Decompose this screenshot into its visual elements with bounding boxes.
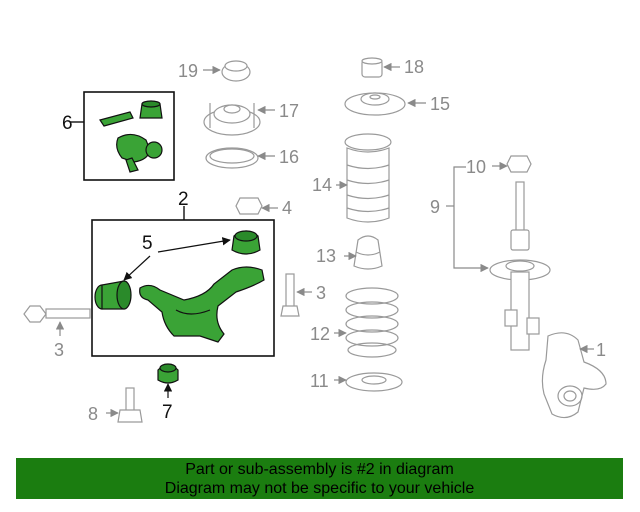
part-6-ball-joint xyxy=(99,100,163,173)
callout-3-left: 3 xyxy=(54,340,64,360)
callout-14: 14 xyxy=(312,175,332,195)
part-14-boot xyxy=(336,133,392,223)
part-1-knuckle xyxy=(541,332,607,419)
banner-line-1: Part or sub-assembly is #2 in diagram xyxy=(185,461,454,478)
part-16-ring xyxy=(205,147,275,169)
callout-18: 18 xyxy=(404,57,424,77)
part-2-box xyxy=(91,219,275,357)
part-10-nut xyxy=(492,155,532,173)
callout-12: 12 xyxy=(310,324,330,344)
callout-13: 13 xyxy=(316,246,336,266)
info-banner: Part or sub-assembly is #2 in diagram Di… xyxy=(16,458,623,499)
callout-16: 16 xyxy=(279,147,299,167)
callout-15: 15 xyxy=(430,94,450,114)
part-3-bolt-horizontal xyxy=(23,305,91,336)
callout-7: 7 xyxy=(162,402,173,423)
part-19-cap xyxy=(203,60,251,82)
callout-19: 19 xyxy=(178,61,198,81)
part-17-strut-mount xyxy=(203,103,275,136)
part-6-box xyxy=(83,91,175,181)
banner-line-2: Diagram may not be specific to your vehi… xyxy=(164,480,475,497)
part-8-bolt xyxy=(106,387,143,423)
part-13-bump-stop xyxy=(344,235,383,270)
part-4-nut xyxy=(235,197,278,215)
callout-5: 5 xyxy=(142,233,153,254)
callout-10: 10 xyxy=(466,157,486,177)
part-12-coil-spring xyxy=(334,287,399,358)
part-15-upper-seat xyxy=(344,92,426,116)
part-2-control-arm xyxy=(94,230,265,343)
callout-17: 17 xyxy=(279,101,299,121)
callout-2: 2 xyxy=(178,189,189,210)
callout-3-right: 3 xyxy=(316,283,326,303)
part-3-bolt-vertical xyxy=(280,273,312,317)
callout-4: 4 xyxy=(282,198,292,218)
callout-11: 11 xyxy=(310,371,329,391)
callout-6: 6 xyxy=(62,113,73,134)
part-9-strut xyxy=(446,166,551,351)
part-18-bushing xyxy=(361,57,400,78)
callout-8: 8 xyxy=(88,404,98,424)
part-7-bushing xyxy=(157,363,179,398)
callout-9: 9 xyxy=(430,197,440,217)
part-11-lower-seat xyxy=(334,372,403,392)
callout-1: 1 xyxy=(596,340,606,360)
